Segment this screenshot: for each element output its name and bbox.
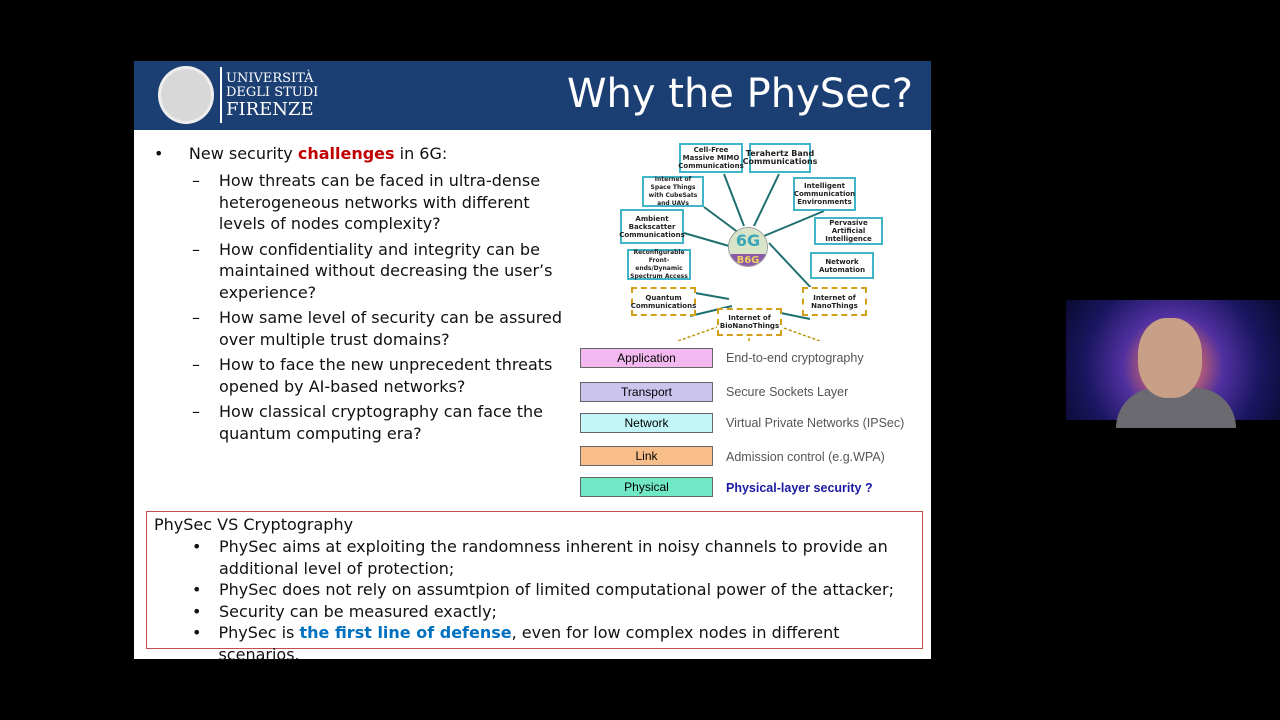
slide-title: Why the PhySec? xyxy=(566,71,913,117)
comparison-title: PhySec VS Cryptography xyxy=(154,515,354,534)
university-seal-logo xyxy=(158,66,214,124)
layer-link-desc: Admission control (e.g.WPA) xyxy=(726,450,885,464)
layer-physical: Physical xyxy=(580,477,713,497)
node-network-automation: Network Automation xyxy=(810,252,874,279)
uni-line3: FIRENZE xyxy=(226,99,314,120)
node-space-things: Internet of Space Things with CubeSats a… xyxy=(642,176,704,207)
presenter-face xyxy=(1138,318,1202,398)
layer-physical-desc: Physical-layer security ? xyxy=(726,481,873,495)
node-quantum: Quantum Communications xyxy=(631,287,696,316)
layer-application: Application xyxy=(580,348,713,368)
node-cell-free-mimo: Cell-Free Massive MIMO Communications xyxy=(678,143,744,173)
node-nanothings: Internet of NanoThings xyxy=(802,287,867,316)
node-pervasive-ai: Pervasive Artificial Intelligence xyxy=(814,217,883,245)
sub-bullets: –How threats can be faced in ultra-dense… xyxy=(192,171,563,443)
presentation-slide: UNIVERSITÀ DEGLI STUDI FIRENZE Why the P… xyxy=(134,61,931,664)
b6g-label: B6G xyxy=(729,254,767,266)
layer-network-desc: Virtual Private Networks (IPSec) xyxy=(726,416,905,430)
layer-transport-desc: Secure Sockets Layer xyxy=(726,385,849,399)
node-intelligent-env: Intelligent Communication Environments xyxy=(793,177,856,211)
node-ambient-backscatter: Ambient Backscatter Communications xyxy=(619,209,685,244)
6g-center: 6G B6G xyxy=(728,227,768,267)
slide-header: UNIVERSITÀ DEGLI STUDI FIRENZE Why the P… xyxy=(134,61,931,130)
layer-network: Network xyxy=(580,413,713,433)
layer-transport: Transport xyxy=(580,382,713,402)
node-reconfigurable: Reconfigurable Front-ends/Dynamic Spectr… xyxy=(627,249,691,280)
comparison-box: PhySec VS Cryptography •PhySec aims at e… xyxy=(146,511,923,664)
divider xyxy=(220,67,222,123)
webcam-video-feed xyxy=(1066,300,1280,428)
node-terahertz: Terahertz Band Communications xyxy=(743,143,817,173)
node-bionanothings: Internet of BioNanoThings xyxy=(717,308,782,336)
uni-line2: DEGLI STUDI xyxy=(226,85,319,100)
comparison-items: •PhySec aims at exploiting the randomnes… xyxy=(192,537,894,664)
bullet-intro: • New security challenges in 6G: xyxy=(154,144,448,163)
6g-label: 6G xyxy=(729,228,767,254)
layer-link: Link xyxy=(580,446,713,466)
university-name: UNIVERSITÀ DEGLI STUDI FIRENZE xyxy=(226,72,318,120)
uni-line1: UNIVERSITÀ xyxy=(226,71,314,86)
layer-application-desc: End-to-end cryptography xyxy=(726,351,864,365)
